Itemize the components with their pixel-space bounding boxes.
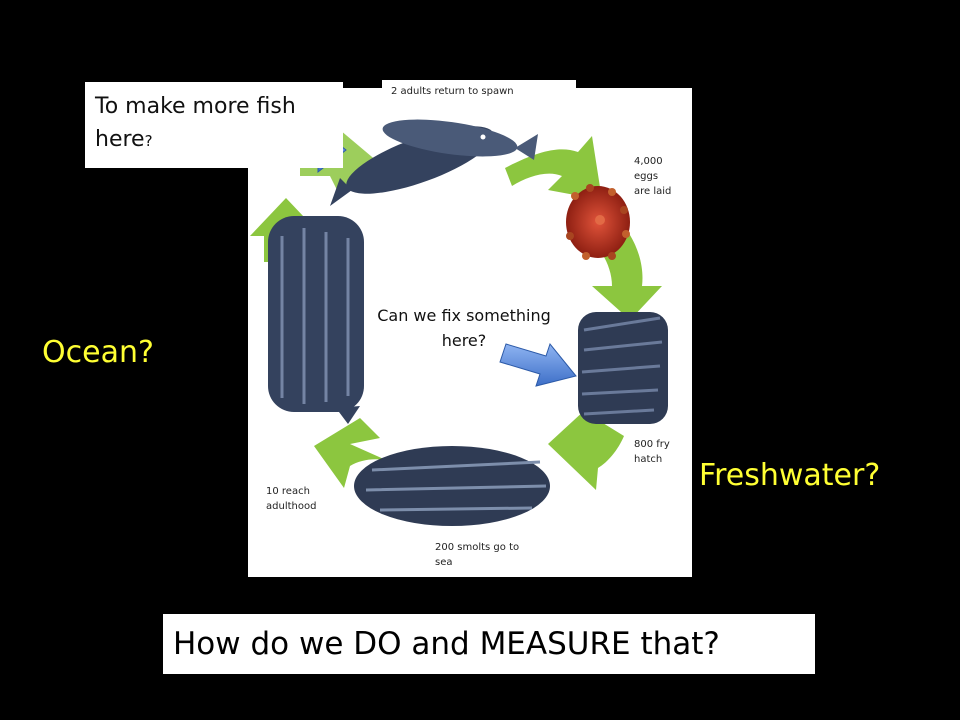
cycle-arrow-top-right xyxy=(505,136,602,200)
stage-label-smolts-line1: 200 smolts go to xyxy=(435,542,520,553)
freshwater-label: Freshwater? xyxy=(699,458,881,493)
stage-label-smolts-line2: sea xyxy=(435,557,453,568)
stage-label-eggs-line2: eggs xyxy=(634,171,659,182)
adult-salmon-icon xyxy=(330,119,538,206)
cycle-arrow-bottom-right xyxy=(548,398,624,490)
more-fish-callout-here: here xyxy=(95,127,145,152)
cycle-arrow-bottom-left xyxy=(314,418,386,488)
more-fish-callout-line2: here? xyxy=(95,123,343,158)
smolts-group-icon xyxy=(354,446,550,526)
stage-label-adulthood-line1: 10 reach xyxy=(266,486,310,497)
fix-something-line2: here? xyxy=(441,331,487,350)
diagram-panel-top xyxy=(382,80,576,96)
stage-label-fry: 800 fry hatch xyxy=(634,437,670,467)
fry-group-icon xyxy=(578,312,668,424)
stage-label-eggs-line1: 4,000 xyxy=(634,156,663,167)
more-fish-callout-question-mark: ? xyxy=(144,132,153,150)
stage-label-smolts: 200 smolts go to sea xyxy=(435,540,519,570)
stage-label-fry-line1: 800 fry xyxy=(634,439,670,450)
stage-label-eggs: 4,000 eggs are laid xyxy=(634,154,671,199)
eggs-cluster-icon xyxy=(566,184,630,260)
ocean-adults-group-icon xyxy=(268,216,364,424)
fix-something-question: Can we fix something here? xyxy=(354,303,574,353)
fix-something-line1: Can we fix something xyxy=(377,306,551,325)
stage-label-adulthood: 10 reach adulthood xyxy=(266,484,316,514)
more-fish-callout-line1: To make more fish xyxy=(95,94,296,119)
more-fish-callout: To make more fish here? xyxy=(85,82,343,168)
stage-label-fry-line2: hatch xyxy=(634,454,663,465)
stage-label-eggs-line3: are laid xyxy=(634,186,672,197)
stage-label-adults: 2 adults return to spawn xyxy=(391,86,514,97)
stage-label-adulthood-line2: adulthood xyxy=(266,501,317,512)
bottom-question: How do we DO and MEASURE that? xyxy=(163,614,815,674)
ocean-label: Ocean? xyxy=(42,335,154,370)
callout-arrow-center xyxy=(499,342,577,387)
